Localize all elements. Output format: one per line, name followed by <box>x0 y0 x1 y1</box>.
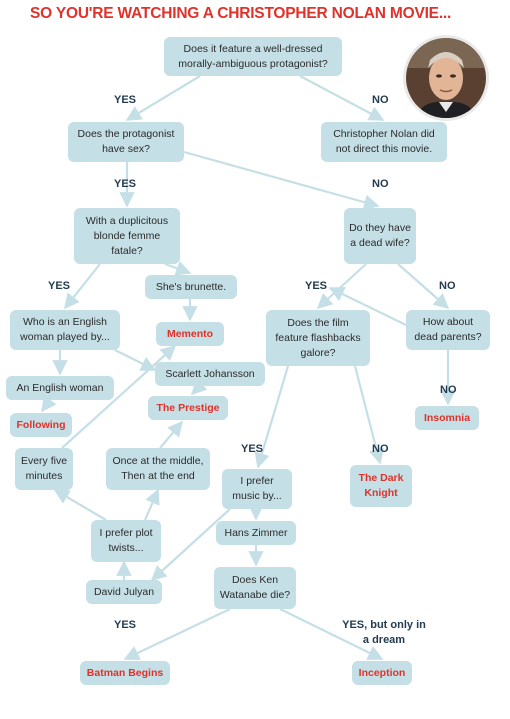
label-yes-flashbacks: YES <box>241 443 264 455</box>
arrow-english-woman-to-following <box>41 395 57 413</box>
movie-following: Following <box>10 413 72 437</box>
arrow-watanabe-to-inception <box>279 608 384 660</box>
arrow-sex-to-wife <box>183 150 380 210</box>
arrow-music-to-julyan <box>150 508 231 582</box>
arrow-wife-to-flashbacks <box>316 263 367 310</box>
movie-insomnia: Insomnia <box>415 406 479 430</box>
node-wife-question: Do they have a dead wife? <box>344 208 416 264</box>
label-yes-only-in-dream: YES, but only in a dream <box>342 619 426 646</box>
movie-inception: Inception <box>352 661 412 685</box>
arrow-femme-to-brunette <box>164 261 192 276</box>
arrow-protagonist-to-sex <box>125 75 201 121</box>
nolan-portrait-icon <box>403 35 489 121</box>
label-yes-sex: YES <box>114 178 137 190</box>
node-middle-end: Once at the middle, Then at the end <box>106 448 210 490</box>
movie-the-prestige: The Prestige <box>148 396 228 420</box>
label-yes-femme: YES <box>48 280 71 292</box>
movie-memento: Memento <box>156 322 224 346</box>
label-yes-wife: YES <box>305 280 328 292</box>
node-every-five-minutes: Every five minutes <box>15 448 73 490</box>
arrow-wife-to-parents <box>397 263 450 310</box>
node-brunette: She's brunette. <box>145 275 237 299</box>
label-yes-watanabe: YES <box>114 619 137 631</box>
arrow-english-to-scarlett <box>114 349 157 371</box>
arrow-watanabe-to-batman <box>123 608 231 660</box>
node-plot-twists: I prefer plot twists... <box>91 520 161 562</box>
movie-the-dark-knight: The Dark Knight <box>350 465 412 507</box>
node-david-julyan: David Julyan <box>86 580 162 604</box>
node-music-preference: I prefer music by... <box>222 469 292 509</box>
node-parents-question: How about dead parents? <box>406 310 490 350</box>
movie-batman-begins: Batman Begins <box>80 661 170 685</box>
node-scarlett: Scarlett Johansson <box>155 362 265 386</box>
arrow-flashbacks-to-dark-knight <box>353 365 384 465</box>
arrow-middle-end-to-prestige <box>159 420 183 449</box>
label-no-sex: NO <box>372 178 389 190</box>
label-yes-protagonist: YES <box>114 94 137 106</box>
node-hans-zimmer: Hans Zimmer <box>216 521 296 545</box>
node-sex-question: Does the protagonist have sex? <box>68 122 184 162</box>
arrow-protagonist-to-not-nolan <box>299 75 385 121</box>
label-no-wife: NO <box>439 280 456 292</box>
arrow-plot-twists-to-middle <box>143 488 160 521</box>
node-protagonist-question: Does it feature a well-dressed morally-a… <box>164 37 342 76</box>
arrow-scarlett-to-prestige <box>190 378 208 396</box>
arrow-femme-to-english <box>64 263 101 310</box>
arrow-flashbacks-to-music <box>254 365 290 469</box>
label-no-parents: NO <box>440 384 457 396</box>
arrow-plot-twists-to-five <box>53 489 107 521</box>
node-english-woman: An English woman <box>6 376 114 400</box>
label-no-protagonist: NO <box>372 94 389 106</box>
arrow-parents-to-wife-yes <box>328 287 407 326</box>
node-not-nolan: Christopher Nolan did not direct this mo… <box>321 122 447 162</box>
label-no-flashbacks: NO <box>372 443 389 455</box>
node-watanabe-question: Does Ken Watanabe die? <box>214 567 296 609</box>
node-flashbacks-question: Does the film feature flashbacks galore? <box>266 310 370 366</box>
page-title: SO YOU'RE WATCHING A CHRISTOPHER NOLAN M… <box>30 5 452 22</box>
node-english-question: Who is an English woman played by... <box>10 310 120 350</box>
node-femme-question: With a duplicitous blonde femme fatale? <box>74 208 180 264</box>
